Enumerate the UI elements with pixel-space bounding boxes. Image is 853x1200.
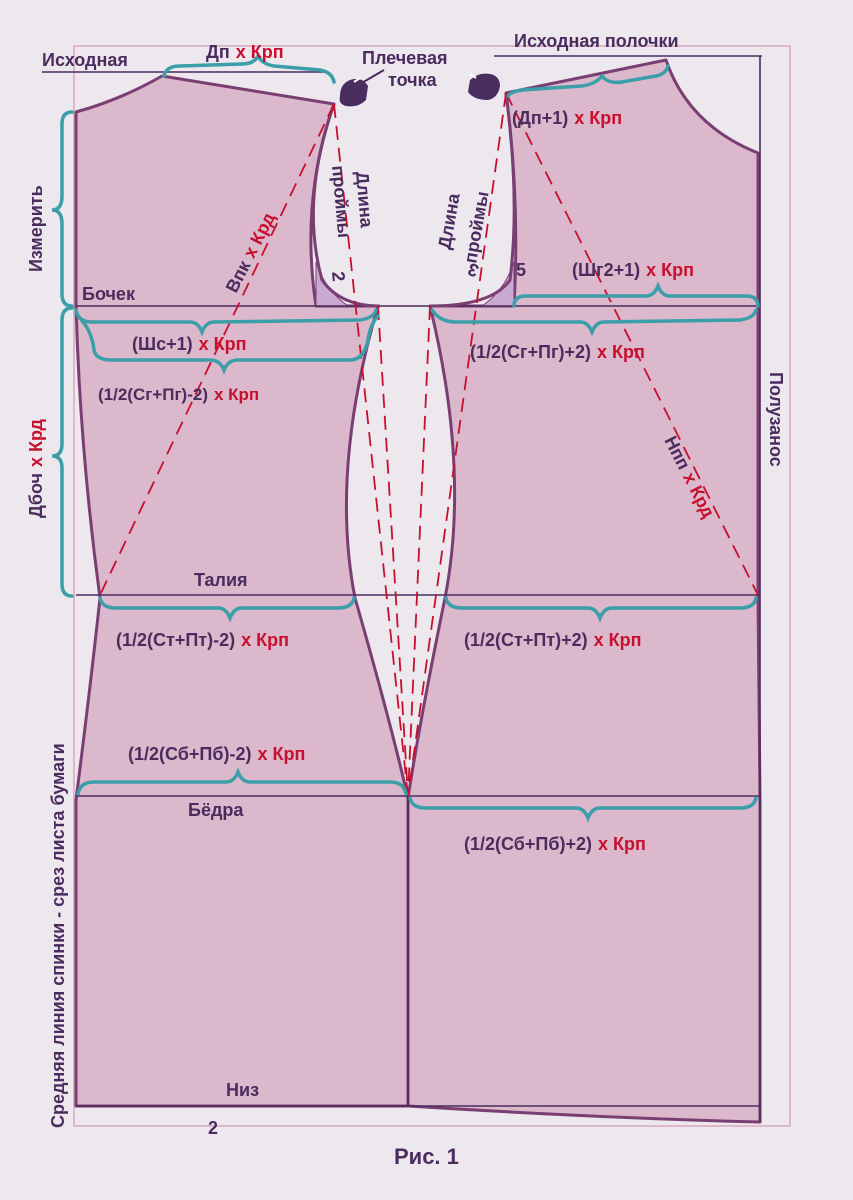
label-niz: Низ [226, 1080, 259, 1100]
shoulder-point-pointer [359, 69, 385, 85]
construction-lines [42, 55, 762, 1122]
brace-back-hip [76, 767, 408, 796]
brace-front-hip [408, 796, 758, 823]
armhole-hatch-front [480, 261, 515, 307]
brace-izmerit [51, 110, 74, 308]
armhole-curve [311, 92, 516, 308]
front-piece [406, 58, 762, 1124]
label-izmerit: Измерить [26, 185, 46, 272]
label-num-2-armhole: 2 [328, 271, 349, 283]
dashed-back-diagonal [99, 103, 335, 596]
brace-dp [162, 52, 336, 84]
label-ishodnaya-polochki: Исходная полочки [514, 31, 679, 51]
label-back-waist: (1/2(Ст+Пт)-2)х Крп [116, 630, 289, 650]
label-front-waist: (1/2(Ст+Пт)+2)х Крп [464, 630, 641, 650]
label-proymy-left: проймы [328, 165, 354, 239]
label-dp-plus1: (Дп+1)х Крп [512, 108, 622, 128]
dashed-front-side [407, 305, 431, 797]
brace-front-waist [444, 596, 758, 623]
label-dboch: Дбочх Крд [26, 419, 46, 518]
braces [51, 52, 760, 823]
label-shs-plus1: (Шс+1)х Крп [132, 334, 246, 354]
brace-front-bust [430, 308, 758, 337]
brace-dp-plus1 [506, 64, 670, 98]
label-dlina-right: Длина [434, 191, 464, 251]
dashed-back-side [377, 305, 409, 797]
label-num-2-bottom: 2 [208, 1118, 218, 1138]
back-piece [74, 74, 410, 1108]
label-taliya: Талия [194, 570, 248, 590]
brace-shs [74, 308, 378, 337]
dashed-back-armhole-length [333, 103, 409, 797]
label-poluzanos: Полузанос [766, 372, 786, 467]
paper-frame [73, 45, 791, 1127]
label-front-hip: (1/2(Сб+Пб)+2)х Крп [464, 834, 646, 854]
brace-back-waist [98, 596, 356, 623]
shoulder-point-marker-right [468, 73, 500, 100]
label-shg2-plus1: (Шг2+1)х Крп [572, 260, 694, 280]
label-dlina-left: Длина [352, 171, 377, 230]
label-back-hip: (1/2(Сб+Пб)-2)х Крп [128, 744, 305, 764]
label-middle-line: Средняя линия спинки - срез листа бумаги [48, 743, 68, 1128]
shoulder-point-marker-left [339, 77, 368, 107]
label-ishodnaya: Исходная [42, 50, 128, 70]
label-num-5: 5 [516, 260, 526, 280]
dashed-front-armhole-length [407, 92, 507, 797]
label-front-bust: (1/2(Сг+Пг)+2)х Крп [470, 342, 645, 362]
figure-caption: Рис. 1 [394, 1144, 459, 1169]
brace-shg2 [512, 281, 760, 308]
label-bochek: Бочек [82, 284, 136, 304]
brace-back-bust [76, 314, 380, 375]
brace-dboch [51, 306, 74, 598]
label-back-bust: (1/2(Сг+Пг)-2)х Крп [98, 385, 259, 404]
label-plechevaya: Плечевая [362, 48, 448, 68]
label-bedra: Бёдра [188, 800, 244, 820]
dashed-lines [99, 92, 759, 797]
label-tochka: точка [388, 70, 438, 90]
dashed-front-diagonal [505, 92, 759, 596]
